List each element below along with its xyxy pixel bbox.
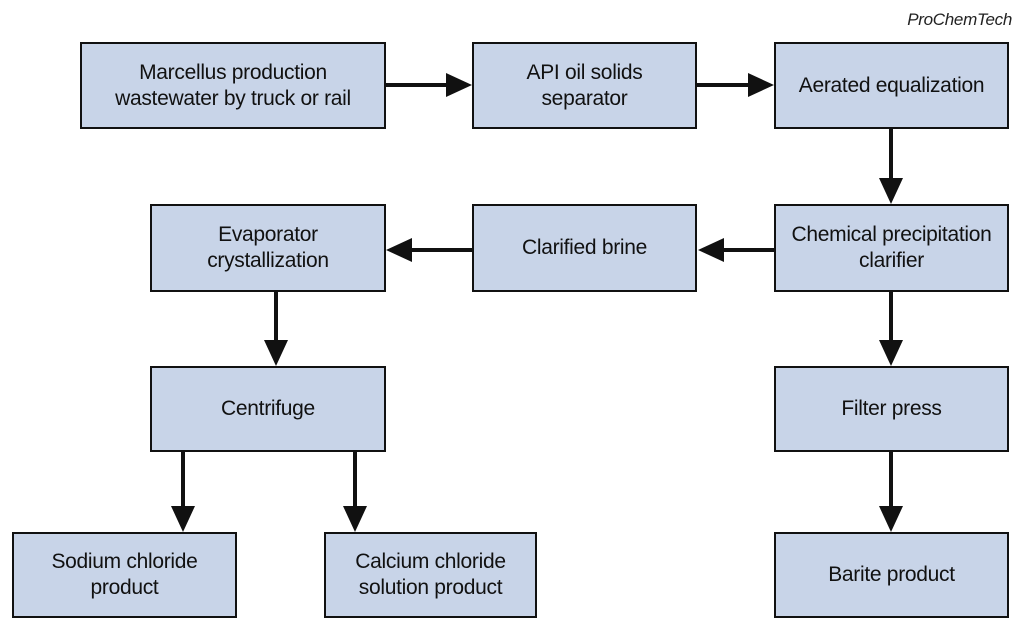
- node-centrifuge: Centrifuge: [150, 366, 386, 452]
- arrow-chemical-to-brine: [698, 238, 774, 262]
- node-barite-product: Barite product: [774, 532, 1009, 618]
- arrow-marcellus-to-api: [386, 73, 472, 97]
- node-chemical-label: Chemical precipitation clarifier: [791, 223, 992, 272]
- arrow-aerated-to-chemical: [879, 129, 903, 204]
- node-sodium-label: Sodium chloride product: [51, 550, 198, 599]
- source-credit: ProChemTech: [907, 10, 1012, 29]
- node-api-label: API oil solids separator: [526, 60, 643, 110]
- node-barite-label: Barite product: [828, 563, 955, 586]
- node-calcium-label: Calcium chloride solution product: [355, 550, 506, 599]
- arrow-filter-to-barite: [879, 452, 903, 532]
- node-api-separator: API oil solids separator: [472, 42, 697, 129]
- node-evaporator-crystallization: Evaporator crystallization: [150, 204, 386, 292]
- node-sodium-chloride: Sodium chloride product: [12, 532, 237, 618]
- node-brine-label: Clarified brine: [521, 236, 648, 259]
- node-evaporator-label: Evaporator crystallization: [207, 223, 329, 272]
- arrow-centrifuge-to-calcium: [343, 452, 367, 532]
- node-aerated-equalization: Aerated equalization: [774, 42, 1009, 129]
- arrow-brine-to-evaporator: [386, 238, 472, 262]
- node-marcellus-label: Marcellus production wastewater by truck…: [115, 60, 351, 110]
- arrow-chemical-to-filter: [879, 292, 903, 366]
- arrow-evaporator-to-centrifuge: [264, 292, 288, 366]
- node-filter-press: Filter press: [774, 366, 1009, 452]
- arrow-centrifuge-to-sodium: [171, 452, 195, 532]
- node-centrifuge-label: Centrifuge: [221, 397, 315, 420]
- node-chemical-precipitation: Chemical precipitation clarifier: [774, 204, 1009, 292]
- arrow-api-to-aerated: [697, 73, 774, 97]
- node-aerated-label: Aerated equalization: [798, 73, 985, 97]
- node-calcium-chloride: Calcium chloride solution product: [324, 532, 537, 618]
- node-marcellus-wastewater: Marcellus production wastewater by truck…: [80, 42, 386, 129]
- node-filter-label: Filter press: [841, 397, 942, 420]
- node-clarified-brine: Clarified brine: [472, 204, 697, 292]
